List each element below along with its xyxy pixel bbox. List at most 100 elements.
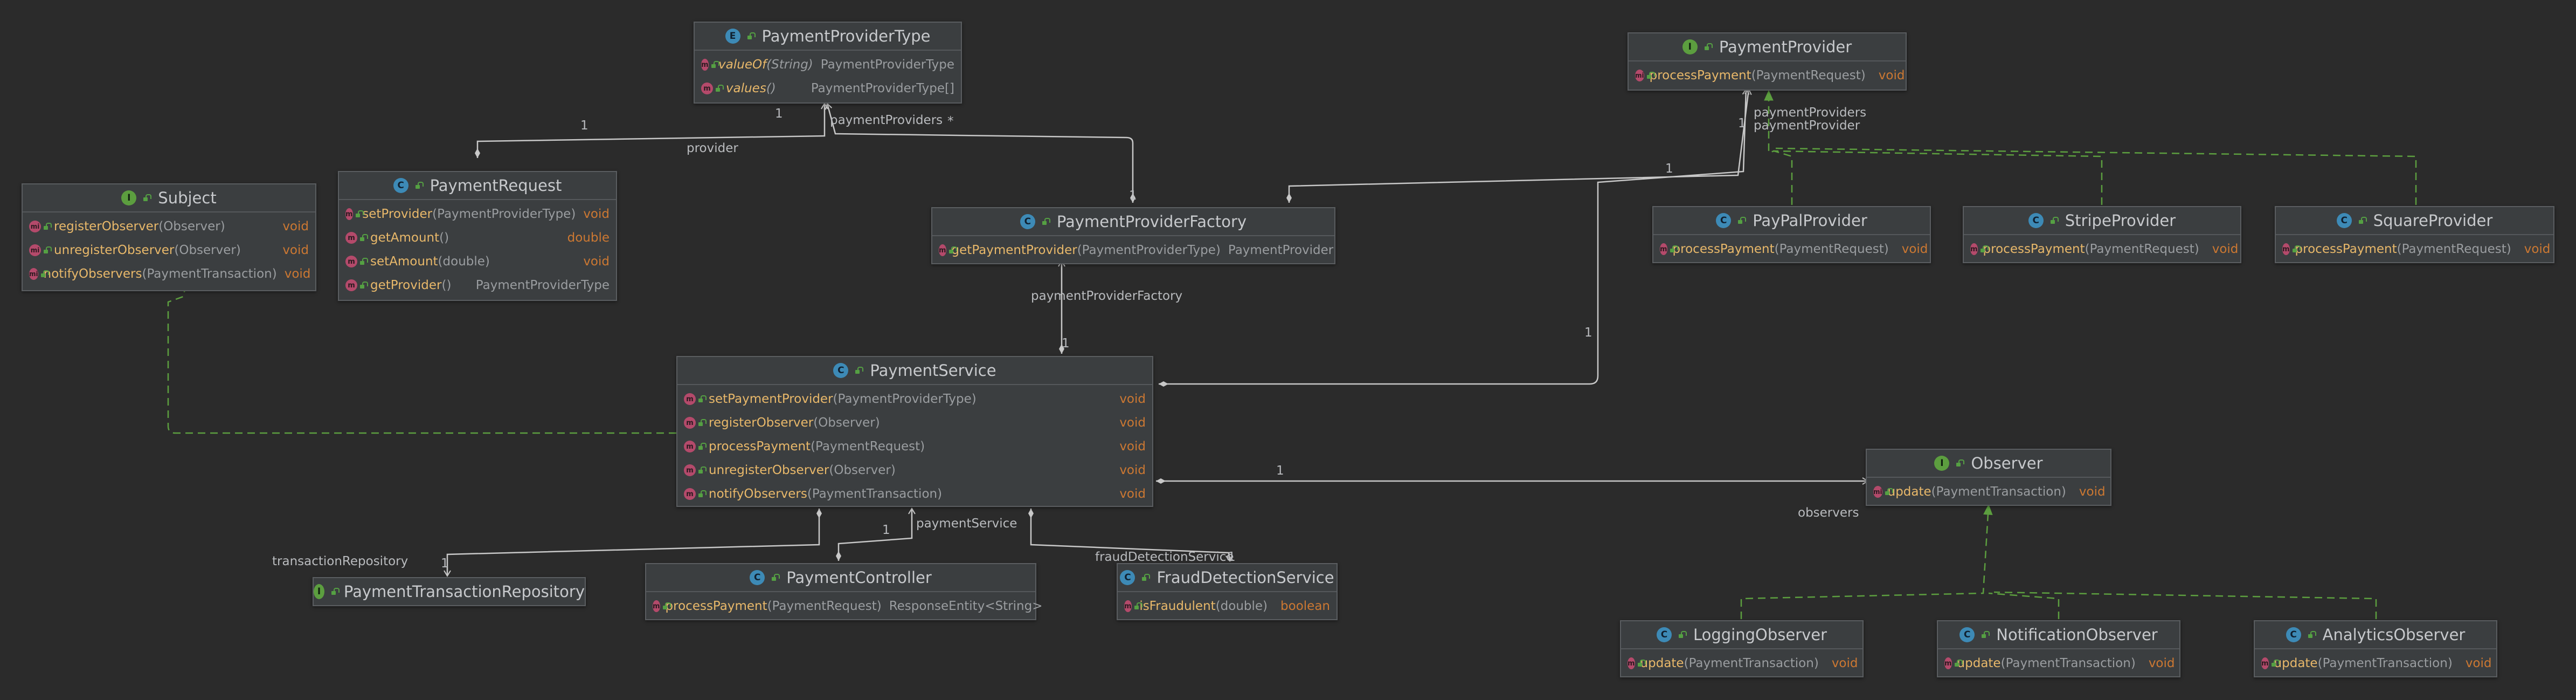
public-lock-icon	[1678, 631, 1687, 639]
public-lock-icon	[1141, 574, 1151, 581]
realization-service-subject	[167, 259, 676, 434]
class-header: C StripeProvider	[1964, 207, 2240, 235]
class-payment-service[interactable]: C PaymentService m setPaymentProvider(Pa…	[676, 356, 1153, 507]
class-analytics-observer[interactable]: C AnalyticsObserver m update(PaymentTran…	[2254, 620, 2497, 677]
method-row[interactable]: m getPaymentProvider(PaymentProviderType…	[932, 238, 1334, 262]
method-icon: m	[2282, 243, 2290, 255]
public-lock-icon	[2308, 631, 2316, 639]
method-row[interactable]: m registerObserver(Observer) void	[677, 411, 1152, 435]
public-lock-icon	[1981, 631, 1990, 639]
class-name: AnalyticsObserver	[2322, 626, 2466, 644]
method-return: void	[1878, 68, 1905, 83]
method-row[interactable]: mi unregisterObserver(Observer) void	[23, 238, 315, 262]
public-lock-icon	[698, 395, 707, 403]
interface-subject[interactable]: I Subject mi registerObserver(Observer) …	[22, 183, 316, 291]
class-stripe-provider[interactable]: C StripeProvider m processPayment(Paymen…	[1963, 206, 2241, 263]
multiplicity-label: 1	[1129, 189, 1137, 203]
method-row[interactable]: m setPaymentProvider(PaymentProviderType…	[677, 387, 1152, 411]
method-icon: m	[653, 600, 660, 612]
method-return: void	[2465, 656, 2492, 670]
class-square-provider[interactable]: C SquareProvider m processPayment(Paymen…	[2275, 206, 2554, 263]
method-icon: m	[345, 232, 357, 244]
edge-service-provider	[1159, 88, 1750, 387]
class-fraud-detection-service[interactable]: C FraudDetectionService m isFraudulent(d…	[1117, 563, 1338, 620]
class-header: C PayPalProvider	[1653, 207, 1930, 235]
method-row[interactable]: m processPayment(PaymentRequest) void	[1964, 237, 2240, 261]
method-return: void	[282, 219, 309, 234]
method-row[interactable]: m update(PaymentTransaction) void	[1938, 651, 2179, 675]
method-return: PaymentProviderType	[475, 278, 610, 292]
class-name: PaymentTransactionRepository	[343, 582, 585, 601]
method-icon: m	[345, 279, 357, 291]
method-params: (PaymentProviderType)	[1077, 243, 1221, 257]
role-label-fraud-detection-service: fraudDetectionService	[1095, 550, 1234, 564]
class-logging-observer[interactable]: C LoggingObserver m update(PaymentTransa…	[1620, 620, 1864, 677]
role-label-payment-providers: paymentProviders	[830, 113, 943, 127]
interface-observer[interactable]: I Observer mi update(PaymentTransaction)…	[1866, 449, 2111, 506]
class-payment-provider-factory[interactable]: C PaymentProviderFactory m getPaymentPro…	[931, 207, 1335, 264]
interface-icon: I	[1934, 456, 1950, 471]
method-row[interactable]: mi registerObserver(Observer) void	[23, 215, 315, 238]
role-label-payment-provider-right: paymentProvider	[1754, 119, 1860, 133]
class-payment-controller[interactable]: C PaymentController m processPayment(Pay…	[645, 563, 1043, 620]
abstract-method-icon: mi	[1635, 70, 1644, 81]
method-row[interactable]: m update(PaymentTransaction) void	[1621, 651, 1862, 675]
method-row[interactable]: m unregisterObserver(Observer) void	[677, 458, 1152, 482]
class-icon: C	[2286, 627, 2301, 642]
method-name: notifyObservers	[709, 487, 807, 501]
method-name: registerObserver	[709, 416, 814, 430]
class-header: C SquareProvider	[2276, 207, 2553, 235]
method-row[interactable]: mi processPayment(PaymentRequest) void	[1629, 64, 1906, 87]
method-row[interactable]: m processPayment(PaymentRequest) void	[1653, 237, 1930, 261]
method-icon: m	[684, 417, 696, 429]
interface-icon: I	[1682, 39, 1698, 54]
class-header: I Observer	[1867, 450, 2110, 478]
abstract-method-icon: mi	[1873, 486, 1882, 498]
method-row[interactable]: mi notifyObservers(PaymentTransaction) v…	[23, 262, 315, 286]
method-row[interactable]: m update(PaymentTransaction) void	[2255, 651, 2496, 675]
class-notification-observer[interactable]: C NotificationObserver m update(PaymentT…	[1937, 620, 2180, 677]
method-row[interactable]: m getAmount() double	[339, 226, 616, 250]
method-name: unregisterObserver	[54, 243, 175, 257]
method-name: setProvider	[362, 207, 433, 221]
class-name: PaymentProviderType	[761, 27, 931, 45]
method-row[interactable]: mi update(PaymentTransaction) void	[1867, 480, 2110, 504]
public-lock-icon	[855, 367, 864, 374]
method-icon: m	[701, 83, 713, 94]
realization-logging	[1740, 504, 1993, 619]
method-params: (PaymentProviderType)	[833, 392, 977, 406]
method-row[interactable]: m setAmount(double) void	[339, 250, 616, 273]
method-params: (double)	[1215, 599, 1268, 613]
method-return: void	[1901, 242, 1928, 256]
class-payment-request[interactable]: C PaymentRequest m setProvider(PaymentPr…	[338, 171, 617, 301]
method-name: update	[1640, 656, 1684, 670]
method-row[interactable]: m valueOf(String) PaymentProviderType	[695, 53, 961, 77]
method-params: (PaymentRequest)	[767, 599, 882, 613]
method-row[interactable]: m isFraudulent(double) boolean	[1118, 594, 1337, 618]
class-name: PaymentController	[786, 568, 932, 587]
method-row[interactable]: m processPayment(PaymentRequest) Respons…	[646, 594, 1043, 618]
method-return: double	[567, 231, 610, 245]
method-row[interactable]: m values() PaymentProviderType[]	[695, 77, 961, 100]
method-row[interactable]: m notifyObservers(PaymentTransaction) vo…	[677, 482, 1152, 506]
method-row[interactable]: m processPayment(PaymentRequest) void	[2276, 237, 2553, 261]
method-row[interactable]: m getProvider() PaymentProviderType	[339, 273, 616, 297]
class-icon: C	[2028, 213, 2044, 228]
class-icon: C	[1020, 214, 1035, 229]
realization-square	[1775, 147, 2417, 205]
class-payment-provider-type[interactable]: E PaymentProviderType m valueOf(String) …	[694, 22, 962, 104]
method-name: notifyObservers	[43, 267, 142, 281]
method-params: ()	[441, 278, 452, 292]
method-params: ()	[766, 81, 776, 95]
method-row[interactable]: m setProvider(PaymentProviderType) void	[339, 202, 616, 226]
method-row[interactable]: m processPayment(PaymentRequest) void	[677, 435, 1152, 458]
method-return: void	[1119, 416, 1146, 430]
method-params: (PaymentTransaction)	[1931, 485, 2066, 499]
class-paypal-provider[interactable]: C PayPalProvider m processPayment(Paymen…	[1652, 206, 1931, 263]
interface-payment-transaction-repository[interactable]: I PaymentTransactionRepository	[313, 577, 586, 606]
method-icon: m	[684, 441, 696, 452]
interface-payment-provider[interactable]: I PaymentProvider mi processPayment(Paym…	[1628, 32, 1907, 91]
public-lock-icon	[747, 32, 756, 40]
public-lock-icon	[331, 588, 340, 595]
realization-notification	[1988, 592, 2060, 619]
